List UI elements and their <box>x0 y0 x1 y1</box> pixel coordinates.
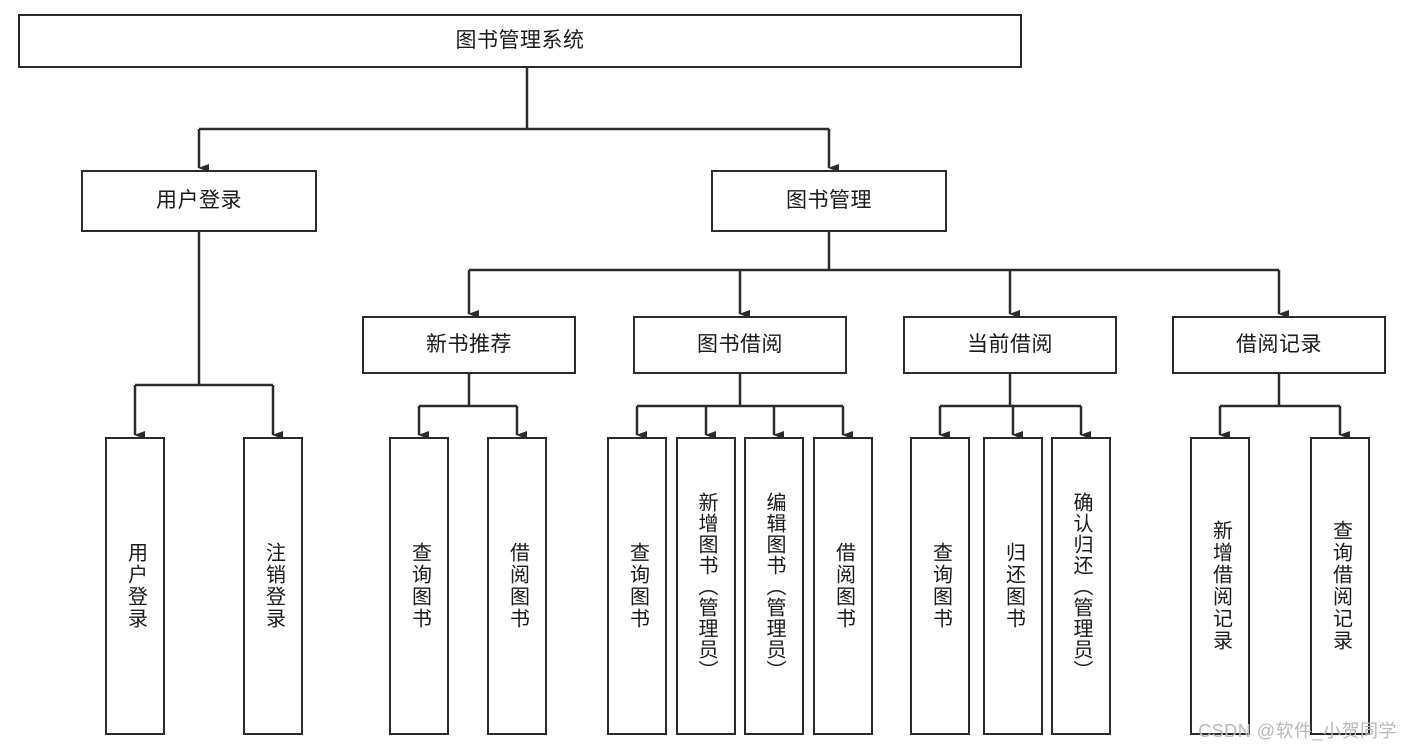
node-leaf-logout[interactable]: 注销登录 <box>243 437 303 735</box>
node-leaf-user-login[interactable]: 用户登录 <box>105 437 165 735</box>
node-leaf-add-book-label: 新增图书（管理员） <box>695 491 717 681</box>
node-leaf-add-record-label: 新增借阅记录 <box>1209 520 1232 652</box>
node-leaf-return-book-label: 归还图书 <box>1002 542 1025 630</box>
node-leaf-add-record[interactable]: 新增借阅记录 <box>1190 437 1250 735</box>
node-book-borrow-label: 图书借阅 <box>697 333 783 357</box>
node-borrow-record-label: 借阅记录 <box>1236 333 1322 357</box>
node-leaf-confirm-return-label: 确认归还（管理员） <box>1070 491 1092 681</box>
node-leaf-borrow-book-1[interactable]: 借阅图书 <box>487 437 547 735</box>
node-leaf-query-book-2[interactable]: 查询图书 <box>607 437 667 735</box>
node-leaf-query-book-3-label: 查询图书 <box>929 542 952 630</box>
node-borrow-record[interactable]: 借阅记录 <box>1172 316 1386 374</box>
node-book-manage[interactable]: 图书管理 <box>711 170 947 232</box>
node-leaf-borrow-book-1-label: 借阅图书 <box>506 542 529 630</box>
node-leaf-query-book-3[interactable]: 查询图书 <box>910 437 970 735</box>
node-leaf-add-book[interactable]: 新增图书（管理员） <box>676 437 736 735</box>
node-new-book-recommend-label: 新书推荐 <box>426 333 512 357</box>
node-leaf-query-record[interactable]: 查询借阅记录 <box>1310 437 1370 735</box>
node-leaf-return-book[interactable]: 归还图书 <box>983 437 1043 735</box>
node-root-label: 图书管理系统 <box>455 29 585 53</box>
node-book-borrow[interactable]: 图书借阅 <box>633 316 847 374</box>
node-leaf-confirm-return[interactable]: 确认归还（管理员） <box>1051 437 1111 735</box>
node-leaf-edit-book-label: 编辑图书（管理员） <box>763 491 785 681</box>
node-book-manage-label: 图书管理 <box>786 189 872 213</box>
node-user-login[interactable]: 用户登录 <box>81 170 317 232</box>
node-leaf-query-book-1-label: 查询图书 <box>408 542 431 630</box>
node-leaf-edit-book[interactable]: 编辑图书（管理员） <box>744 437 804 735</box>
node-current-borrow[interactable]: 当前借阅 <box>903 316 1117 374</box>
node-current-borrow-label: 当前借阅 <box>967 333 1053 357</box>
node-leaf-borrow-book-2-label: 借阅图书 <box>832 542 855 630</box>
node-leaf-user-login-label: 用户登录 <box>124 542 147 630</box>
watermark-text: CSDN @软件_小贺同学 <box>1198 721 1397 741</box>
node-leaf-logout-label: 注销登录 <box>262 542 285 630</box>
node-root[interactable]: 图书管理系统 <box>18 14 1022 68</box>
node-leaf-query-record-label: 查询借阅记录 <box>1329 520 1352 652</box>
node-new-book-recommend[interactable]: 新书推荐 <box>362 316 576 374</box>
node-user-login-label: 用户登录 <box>156 189 242 213</box>
node-leaf-borrow-book-2[interactable]: 借阅图书 <box>813 437 873 735</box>
node-leaf-query-book-2-label: 查询图书 <box>626 542 649 630</box>
node-leaf-query-book-1[interactable]: 查询图书 <box>389 437 449 735</box>
